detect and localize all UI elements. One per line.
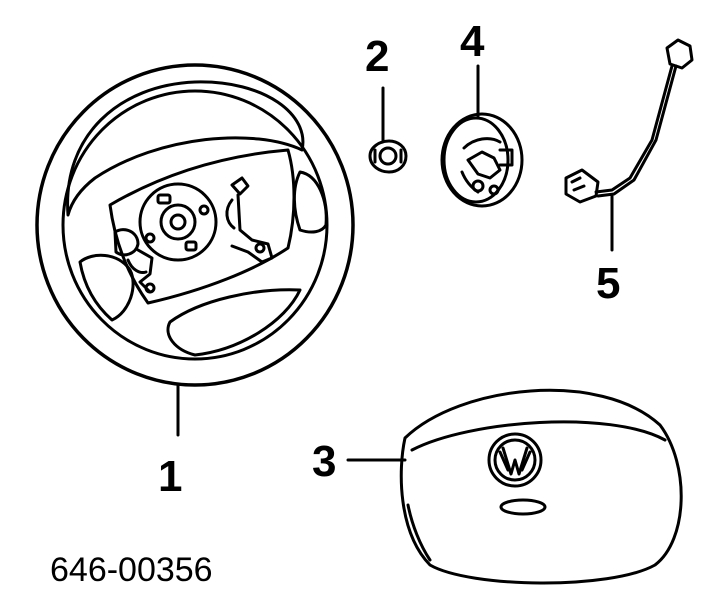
callout-5: 5 — [596, 259, 621, 308]
callout-3: 3 — [312, 437, 337, 486]
callout-2: 2 — [365, 32, 390, 81]
leader-lines — [176, 64, 614, 462]
callout-4: 4 — [460, 17, 485, 66]
part-code: 646-00356 — [50, 551, 213, 589]
wiring-harness — [564, 38, 694, 204]
nut — [368, 139, 408, 174]
steering-wheel — [35, 63, 355, 387]
clock-spring — [440, 112, 524, 208]
callout-1: 1 — [158, 452, 183, 501]
airbag — [399, 388, 683, 585]
